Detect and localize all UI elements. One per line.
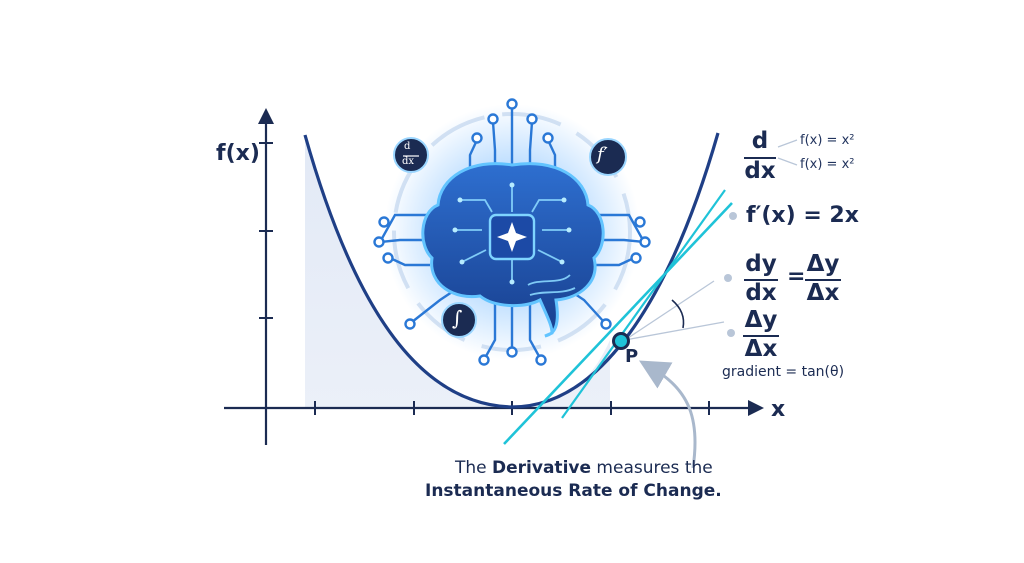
integral-badge [441, 302, 477, 338]
delta-y-numerator-2: Δy [744, 307, 778, 333]
bullet-dot-1 [729, 212, 737, 220]
angle-arc [671, 299, 685, 329]
delta-fraction-bar [805, 279, 841, 281]
point-p-marker [612, 332, 630, 350]
y-axis [258, 108, 274, 445]
ai-brain-illustration [373, 98, 651, 366]
badge-dx-bottom: dx [402, 156, 415, 167]
caption-post: measures the [591, 458, 713, 478]
connector-line-1 [777, 139, 798, 148]
derivative-badge [393, 137, 429, 173]
badge-d-top: d [404, 141, 411, 152]
angle-ray-lower [624, 321, 725, 341]
d-numerator: d [751, 128, 769, 154]
equals-sign: = [787, 264, 806, 289]
prime-badge [589, 138, 627, 176]
delta-fraction-bar-2 [743, 335, 779, 337]
caption-bold: Derivative [492, 458, 592, 478]
dydx-fraction-bar [744, 279, 778, 281]
delta-y-numerator: Δy [806, 251, 840, 277]
badge-prime: f′ [597, 144, 608, 165]
shaded-region [305, 135, 610, 408]
badge-integral: ∫ [452, 306, 463, 330]
d-fraction-bar [744, 157, 776, 159]
bullet-dot-3 [727, 329, 735, 337]
delta-x-denominator-2: Δx [744, 336, 778, 362]
delta-x-denominator: Δx [806, 280, 840, 306]
tangent-line [503, 202, 733, 445]
connector-line-2 [777, 157, 798, 166]
x-axis-label: x [771, 397, 786, 422]
dx-denominator: dx [744, 158, 776, 184]
angle-ray-upper [624, 280, 715, 341]
gradient-formula: gradient = tan(θ) [722, 364, 845, 380]
point-p-label: P [625, 346, 639, 367]
function-label-a: f(x) = x² [800, 133, 855, 148]
derivative-result: f′(x) = 2x [746, 203, 859, 228]
function-label-b: f(x) = x² [800, 157, 855, 172]
bullet-dot-2 [724, 274, 732, 282]
caption-line-1: The Derivative measures the [455, 458, 713, 478]
secant-line [561, 189, 726, 419]
caption-pre: The [455, 458, 493, 478]
pointer-arrow [639, 360, 697, 469]
dy-numerator: dy [745, 251, 777, 277]
dx-denominator-2: dx [745, 280, 777, 306]
y-axis-label: f(x) [216, 141, 260, 166]
caption-line-2: Instantaneous Rate of Change. [425, 481, 722, 501]
sparkle-icon [497, 222, 527, 252]
